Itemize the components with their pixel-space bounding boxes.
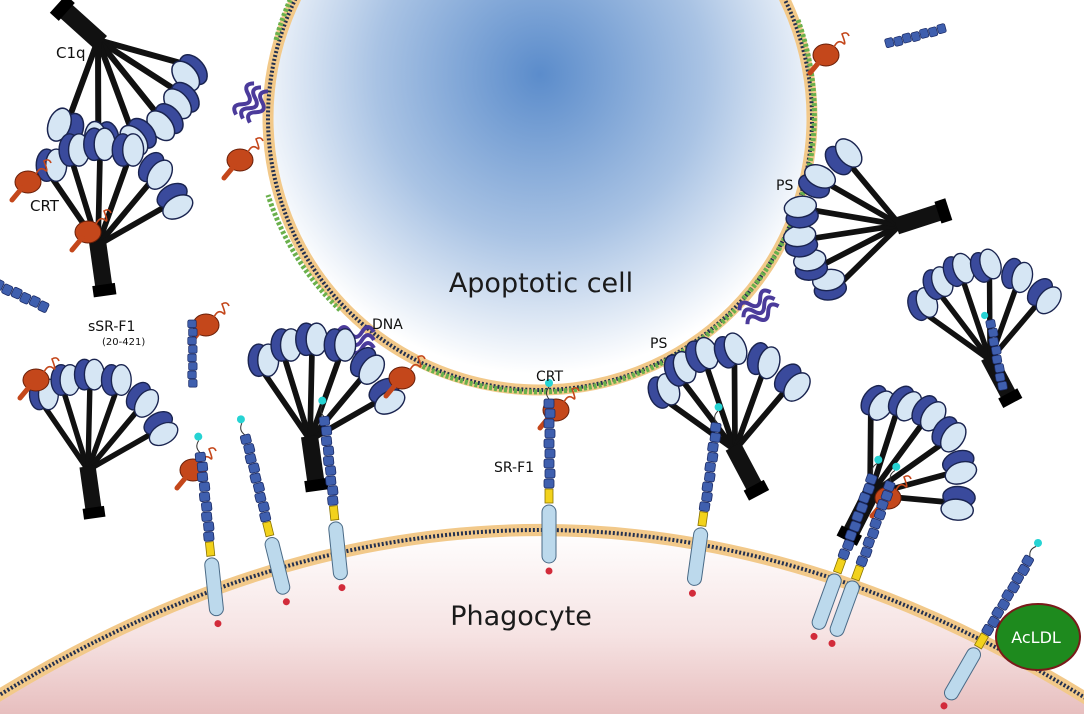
c1q-complex-icon [29,359,181,519]
ssr-f1-soluble-icon [187,319,198,388]
c1q-label: C1q [56,44,86,62]
dna-label: DNA [372,317,403,333]
c1q-complex-icon [789,364,1018,595]
c1q-complex-icon [0,0,227,201]
phagocyte-label: Phagocyte [450,601,592,632]
ps-label-bottom: PS [650,336,667,352]
crt-label: CRT [30,197,60,215]
ssr-f1-soluble-icon [0,278,50,313]
phagocyte-cell [0,524,1084,714]
crt-molecule-icon [224,138,263,178]
sr-f1-label: SR-F1 [494,460,534,476]
crt-label-bottom: CRT [536,369,563,385]
c1q-complex-icon [36,128,197,297]
ps-label-right: PS [776,178,793,194]
acldl-label: AcLDL [1011,628,1061,647]
apoptotic-cell [262,0,818,396]
ps-patch-top [273,0,293,41]
ssr-f1-range-label: (20-421) [102,337,145,348]
crt-molecule-icon [386,356,425,396]
crt-molecule-icon [810,33,849,73]
acldl-particle-icon [995,603,1081,671]
ssr-f1-soluble-icon [981,311,1008,391]
apoptotic-cell-label: Apoptotic cell [449,268,633,299]
ssr-f1-label: sSR-F1 [88,319,135,335]
ssr-f1-soluble-icon [884,23,947,49]
